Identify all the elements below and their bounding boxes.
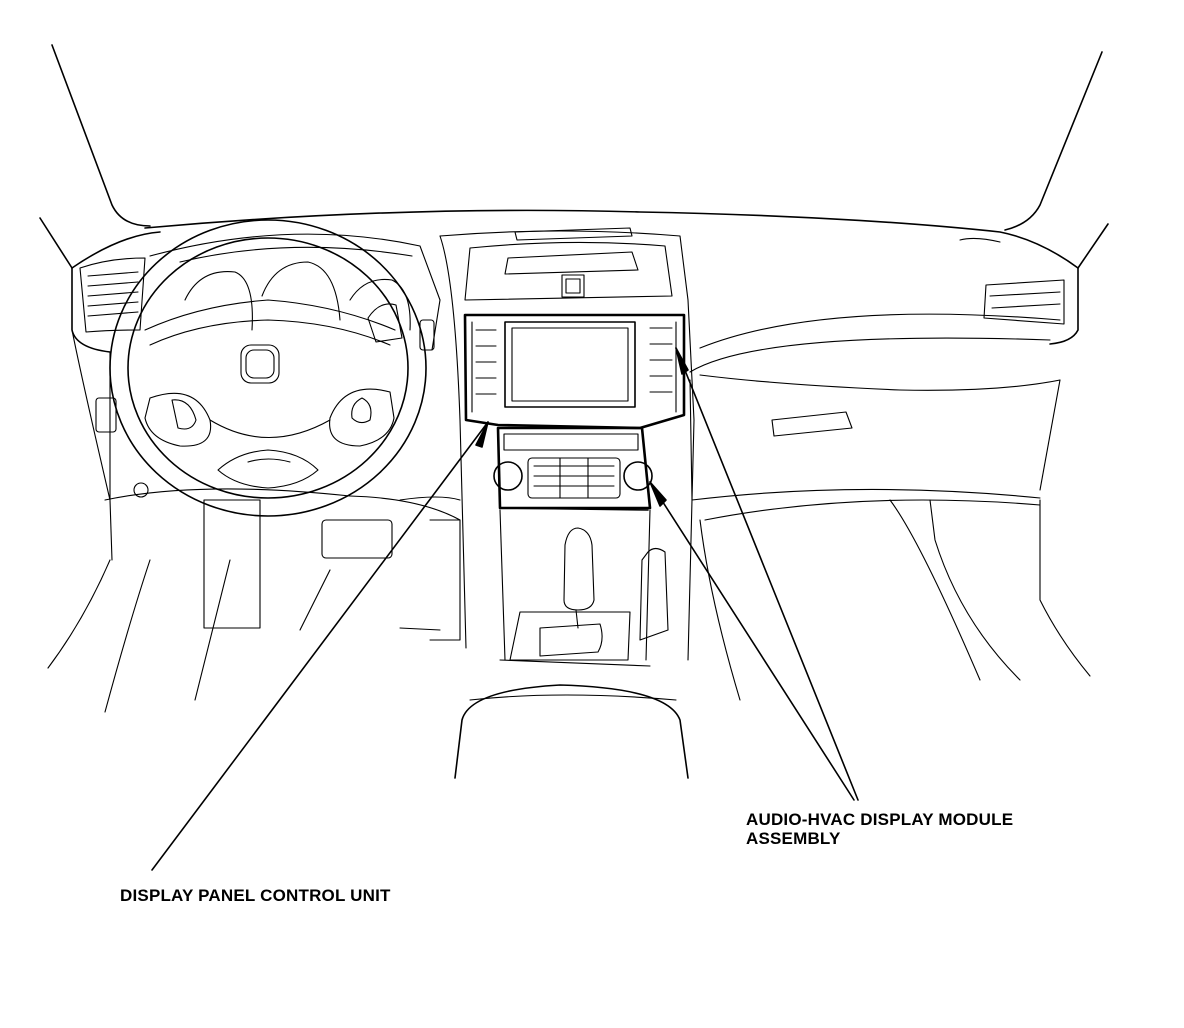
callout-display-panel-label: DISPLAY PANEL CONTROL UNIT [120,886,391,905]
callout-display-panel-line-1: DISPLAY PANEL CONTROL UNIT [120,886,391,905]
left-vent [79,257,149,498]
center-stack [439,230,695,661]
leader-audio-hvac-2 [649,481,855,801]
leader-lines [151,347,859,871]
callout-audio-hvac-line-1: AUDIO-HVAC DISPLAY MODULE [746,810,1014,829]
callout-audio-hvac-line-2: ASSEMBLY [746,829,841,848]
callout-audio-hvac-label: AUDIO-HVAC DISPLAY MODULE ASSEMBLY [746,810,1013,848]
lower-left-dash [47,329,461,713]
leader-display-panel [151,421,489,871]
console-shifter [454,509,689,779]
windshield-pillars [39,44,1109,269]
leader-audio-hvac-1 [675,347,859,801]
steering-wheel [109,219,427,517]
instrument-cluster [149,233,441,351]
passenger-dash [689,279,1091,701]
